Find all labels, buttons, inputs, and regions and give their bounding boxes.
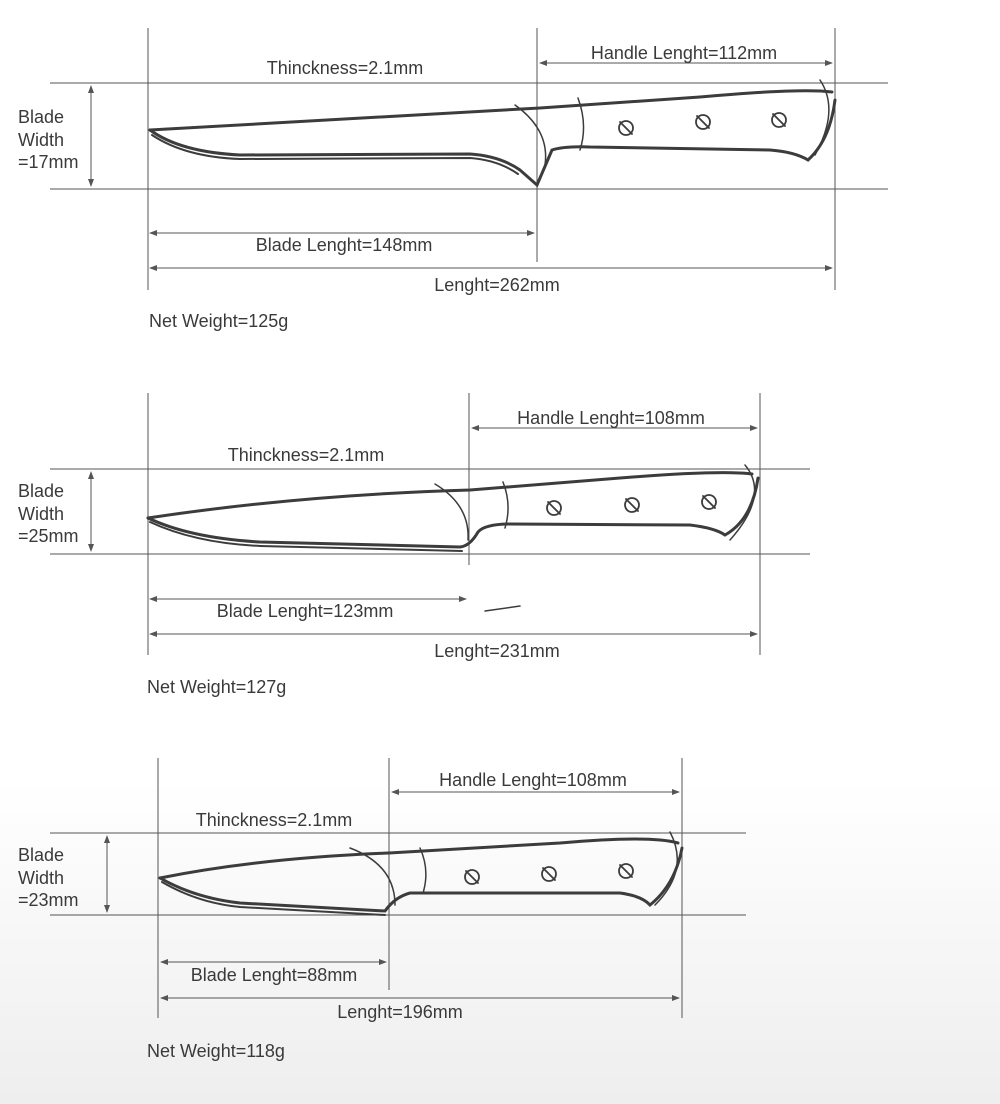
blade-width-label: Blade Width =17mm	[18, 106, 79, 174]
blade-width-value: =23mm	[18, 890, 79, 910]
knife-2-sketch	[146, 464, 760, 612]
blade-width-line: Width	[18, 129, 65, 150]
blade-width-label: Blade Width =23mm	[18, 844, 79, 912]
thickness-label: Thinckness=2.1mm	[266, 58, 424, 78]
length-label: Lenght=262mm	[434, 275, 560, 295]
thickness-label: Thinckness=2.1mm	[195, 810, 353, 830]
blade-width-line: Width	[18, 867, 65, 888]
handle-length-label: Handle Lenght=112mm	[590, 43, 778, 63]
rivets	[546, 494, 717, 516]
blade-length-label: Blade Lenght=148mm	[255, 235, 433, 255]
handle-length-label: Handle Lenght=108mm	[439, 770, 627, 790]
rivets	[464, 863, 634, 885]
blade-width-line: Blade	[18, 481, 65, 501]
length-label: Lenght=231mm	[434, 641, 560, 661]
knife-1-sketch	[148, 79, 837, 188]
blade-width-line: Blade	[18, 107, 65, 127]
blade-length-label: Blade Lenght=88mm	[190, 965, 358, 985]
knife-1-guides	[50, 28, 888, 290]
blade-width-line: Blade	[18, 845, 65, 865]
blade-width-value: =25mm	[18, 526, 79, 546]
knife-3-sketch	[158, 831, 684, 916]
rivets	[618, 112, 787, 136]
net-weight-label: Net Weight=118g	[147, 1041, 285, 1061]
blade-length-label: Blade Lenght=123mm	[216, 601, 394, 621]
net-weight-label: Net Weight=125g	[149, 311, 289, 331]
handle-length-label: Handle Lenght=108mm	[517, 408, 705, 428]
length-label: Lenght=196mm	[337, 1002, 463, 1022]
knife-3-guides	[50, 758, 746, 1018]
thickness-label: Thinckness=2.1mm	[227, 445, 385, 465]
blade-width-line: Width	[18, 503, 65, 524]
blade-width-value: =17mm	[18, 152, 79, 172]
blade-width-label: Blade Width =25mm	[18, 480, 79, 548]
net-weight-label: Net Weight=127g	[147, 677, 287, 697]
knife-2-guides	[50, 393, 810, 655]
